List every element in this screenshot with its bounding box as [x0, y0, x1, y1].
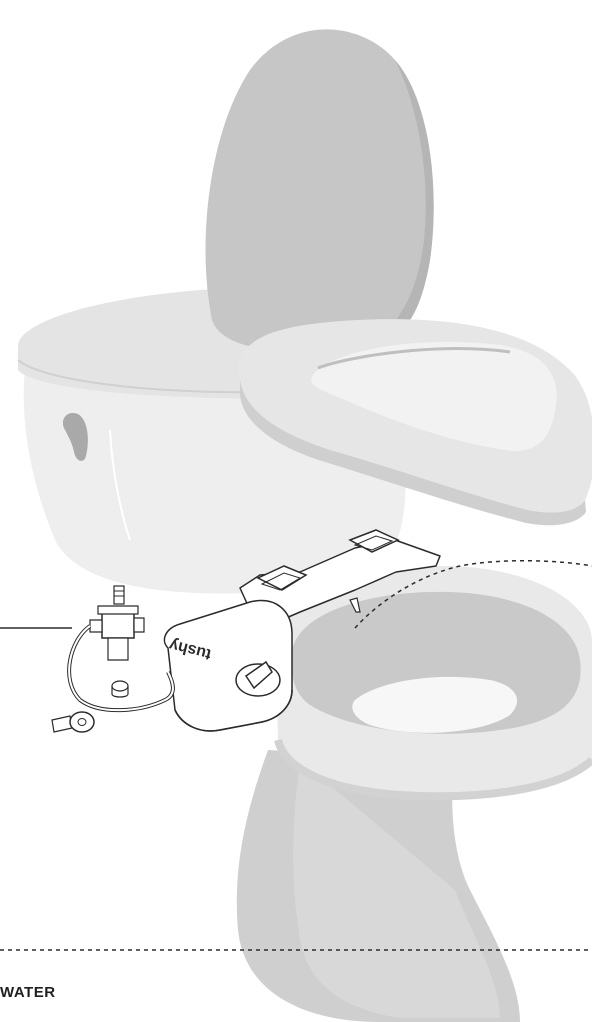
shutoff-valve	[52, 712, 94, 732]
toilet-lid	[206, 29, 434, 352]
t-valve-assembly	[69, 586, 173, 710]
water-label: WATER	[0, 984, 56, 1001]
